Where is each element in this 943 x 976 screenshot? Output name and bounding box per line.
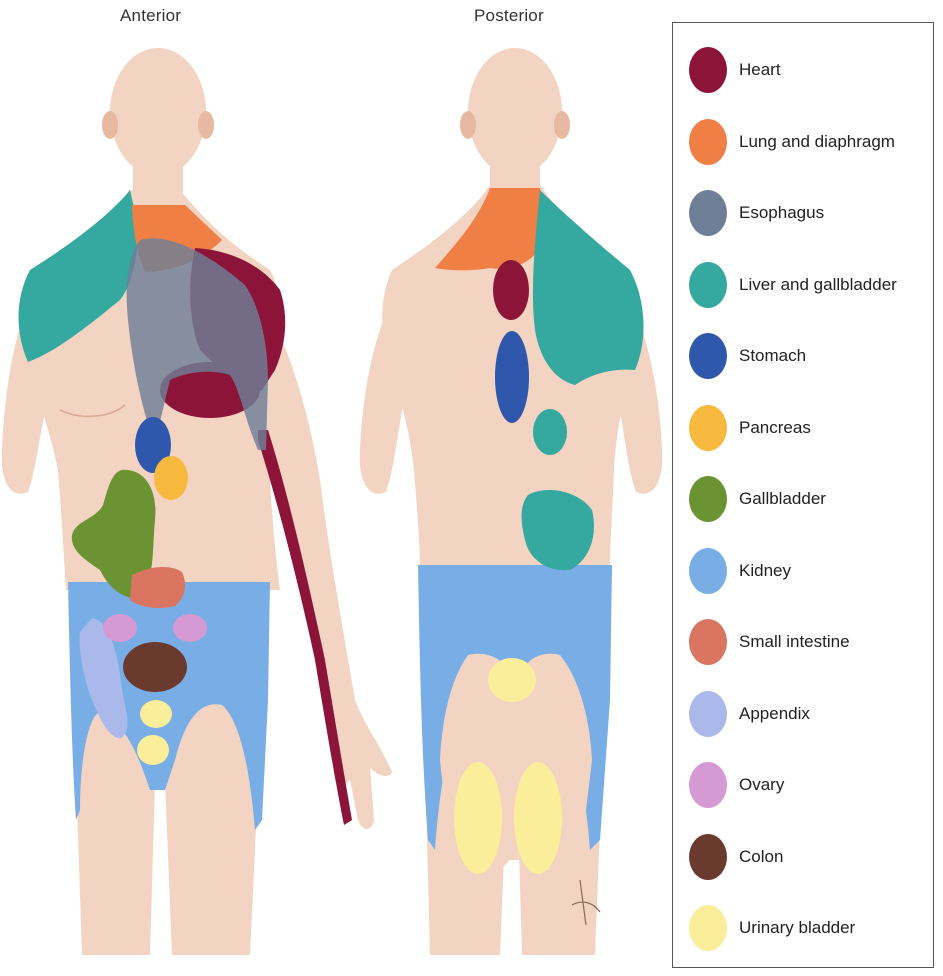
anterior-ear-left <box>102 111 118 139</box>
posterior-figure <box>360 48 663 955</box>
legend-item-urinary-bladder: Urinary bladder <box>689 905 929 955</box>
legend-label-liver-and-gallbladder: Liver and gallbladder <box>739 275 897 295</box>
legend-swatch-esophagus <box>689 190 727 236</box>
legend-swatch-small-intestine <box>689 619 727 665</box>
legend-swatch-ovary <box>689 762 727 808</box>
anterior-pancreas-zone <box>154 456 188 500</box>
anterior-bladder-lower <box>137 735 169 765</box>
body-diagram <box>0 0 670 976</box>
legend-swatch-liver-and-gallbladder <box>689 262 727 308</box>
anterior-head <box>110 48 206 176</box>
posterior-liver-small <box>533 409 567 455</box>
legend-item-colon: Colon <box>689 834 929 884</box>
legend-label-esophagus: Esophagus <box>739 203 824 223</box>
anterior-ear-right <box>198 111 214 139</box>
legend-swatch-lung-and-diaphragm <box>689 119 727 165</box>
legend-swatch-urinary-bladder <box>689 905 727 951</box>
legend-swatch-appendix <box>689 691 727 737</box>
legend-item-kidney: Kidney <box>689 548 929 598</box>
legend-label-lung-and-diaphragm: Lung and diaphragm <box>739 132 895 152</box>
legend-label-pancreas: Pancreas <box>739 418 811 438</box>
posterior-stomach-zone <box>495 331 529 423</box>
legend-item-appendix: Appendix <box>689 691 929 741</box>
posterior-ear-left <box>460 111 476 139</box>
legend-label-kidney: Kidney <box>739 561 791 581</box>
legend-label-ovary: Ovary <box>739 775 784 795</box>
legend-box: HeartLung and diaphragmEsophagusLiver an… <box>672 22 934 968</box>
legend-swatch-heart <box>689 47 727 93</box>
anterior-colon-zone <box>123 642 187 692</box>
posterior-bladder-right-thigh <box>514 762 562 874</box>
legend-swatch-kidney <box>689 548 727 594</box>
legend-label-gallbladder: Gallbladder <box>739 489 826 509</box>
legend-label-colon: Colon <box>739 847 783 867</box>
legend-label-urinary-bladder: Urinary bladder <box>739 918 855 938</box>
posterior-bladder-left-thigh <box>454 762 502 874</box>
posterior-liver-zone <box>533 190 644 385</box>
anterior-figure <box>2 48 392 955</box>
legend-swatch-pancreas <box>689 405 727 451</box>
anterior-small-intestine-zone <box>130 567 185 608</box>
legend-label-stomach: Stomach <box>739 346 806 366</box>
legend-item-lung-and-diaphragm: Lung and diaphragm <box>689 119 929 169</box>
posterior-bladder-upper <box>488 658 536 702</box>
legend-item-stomach: Stomach <box>689 333 929 383</box>
legend-item-small-intestine: Small intestine <box>689 619 929 669</box>
legend-item-esophagus: Esophagus <box>689 190 929 240</box>
legend-swatch-gallbladder <box>689 476 727 522</box>
legend-item-liver-and-gallbladder: Liver and gallbladder <box>689 262 929 312</box>
posterior-head <box>468 48 562 176</box>
posterior-ear-right <box>554 111 570 139</box>
anterior-ovary-right <box>173 614 207 642</box>
legend-item-pancreas: Pancreas <box>689 405 929 455</box>
anterior-ovary-left <box>103 614 137 642</box>
legend-item-ovary: Ovary <box>689 762 929 812</box>
legend-label-appendix: Appendix <box>739 704 810 724</box>
posterior-heart-zone <box>493 260 529 320</box>
legend-label-small-intestine: Small intestine <box>739 632 850 652</box>
legend-swatch-colon <box>689 834 727 880</box>
anterior-bladder-upper <box>140 700 172 728</box>
legend-label-heart: Heart <box>739 60 781 80</box>
legend-item-heart: Heart <box>689 47 929 97</box>
legend-swatch-stomach <box>689 333 727 379</box>
legend-item-gallbladder: Gallbladder <box>689 476 929 526</box>
